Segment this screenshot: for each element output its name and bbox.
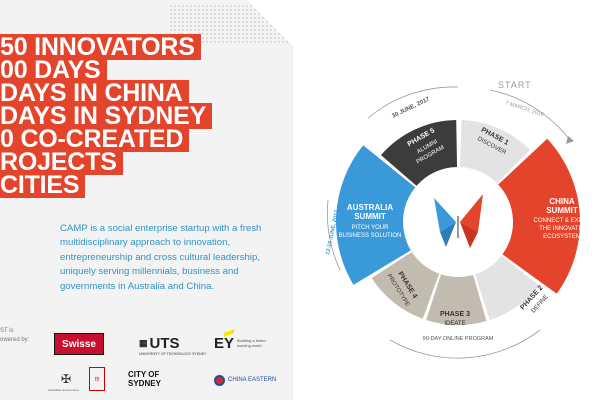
headline-line-6: ROJECTS (0, 149, 123, 175)
headline-line-2: 00 DAYS (0, 57, 107, 83)
panel-divider (293, 0, 300, 400)
china-eastern-label: CHINA EASTERN (228, 377, 277, 383)
city-of-sydney-logo: CITY OF SYDNEY (128, 370, 161, 388)
segment-china (498, 138, 581, 294)
headline-line-4: DAYS IN SYDNEY (0, 103, 213, 129)
butterfly-left-bottom-wing (440, 222, 456, 247)
partners-label: ST is owered by: (0, 327, 29, 345)
uts-logo: ▦UTS (139, 333, 183, 353)
australian-government-crest-icon: ✠ (60, 372, 72, 386)
timeline-arc-left (327, 199, 341, 271)
left-panel: 50 INNOVATORS 00 DAYS DAYS IN CHINA DAYS… (0, 0, 293, 400)
china-eastern-logo: CHINA EASTERN (214, 370, 284, 390)
butterfly-right-top-wing (460, 194, 483, 232)
nsw-seal-icon: 印 (89, 367, 105, 391)
segment-phase1 (459, 120, 531, 184)
china-eastern-swallow-icon (214, 374, 225, 386)
outer-timeline (327, 86, 574, 359)
start-label: START (498, 80, 532, 90)
timeline-arc-bottom (389, 329, 541, 359)
china-summit-sub-3: ECOSYSTEM (543, 234, 581, 240)
australia-summit-sub-1: PITCH YOUR (352, 225, 390, 231)
segment-phase3 (426, 274, 487, 326)
butterfly-right-bottom-wing (460, 222, 478, 248)
ey-logo-text: EY (214, 334, 235, 352)
right-panel: START 7 MARCH, 2016 30 JUNE, 2017 12-16 … (300, 0, 600, 400)
intro-paragraph: CAMP is a social enterprise startup with… (60, 223, 262, 292)
butterfly-left-top-wing (434, 198, 456, 232)
partners-label-line-2: owered by: (0, 337, 30, 343)
australia-summit-title-1: AUSTRALIA (347, 203, 393, 212)
china-summit-title-2: SUMMIT (546, 206, 578, 215)
timeline-arc-start (489, 89, 571, 141)
phase3-sub: IDEATE (444, 321, 465, 327)
start-date-label: 7 MARCH, 2016 (504, 100, 544, 118)
australian-government-label: Australian Government (48, 388, 79, 392)
china-summit-title-1: CHINA (549, 197, 575, 206)
china-summit-sub-2: THE INNOVATIO (539, 226, 585, 232)
australia-summit-sub-2: BUSINESS SOLUTION (339, 233, 402, 239)
china-summit-sub-1: CONNECT & EXPLO (534, 218, 591, 224)
timeline-arc-top (367, 86, 459, 119)
segment-phase5 (381, 120, 458, 186)
ey-tagline: Building a better working world (237, 338, 266, 348)
partners-label-line-1: ST is (0, 328, 14, 334)
corner-triangle (247, 0, 293, 46)
phase3-title: PHASE 3 (440, 311, 470, 318)
camp-cycle-diagram: START 7 MARCH, 2016 30 JUNE, 2017 12-16 … (325, 80, 591, 359)
headline-line-7: CITIES (0, 172, 86, 198)
segment-phase4 (371, 251, 440, 319)
cycle-segments (336, 120, 581, 326)
butterfly-logo-icon (434, 194, 483, 248)
online-program-label: 90-DAY ONLINE PROGRAM (423, 336, 494, 342)
ey-logo-mark: EY (214, 328, 235, 352)
uts-logo-text: UTS (149, 334, 180, 352)
swisse-logo: Swisse (54, 333, 104, 355)
australia-summit-title-2: SUMMIT (354, 212, 386, 221)
timeline-arrow-icon (566, 136, 574, 144)
segment-australia (336, 145, 416, 285)
headline-line-5: 0 CO-CREATED (0, 126, 190, 152)
segment-phase2 (475, 255, 540, 320)
headline-line-3: DAYS IN CHINA (0, 80, 189, 106)
uts-grid-icon: ▦ (139, 337, 148, 348)
uts-subtitle: UNIVERSITY OF TECHNOLOGY SYDNEY (139, 352, 207, 356)
headline-line-1: 50 INNOVATORS (0, 34, 201, 60)
ey-logo: EY Building a better working world (214, 328, 284, 356)
